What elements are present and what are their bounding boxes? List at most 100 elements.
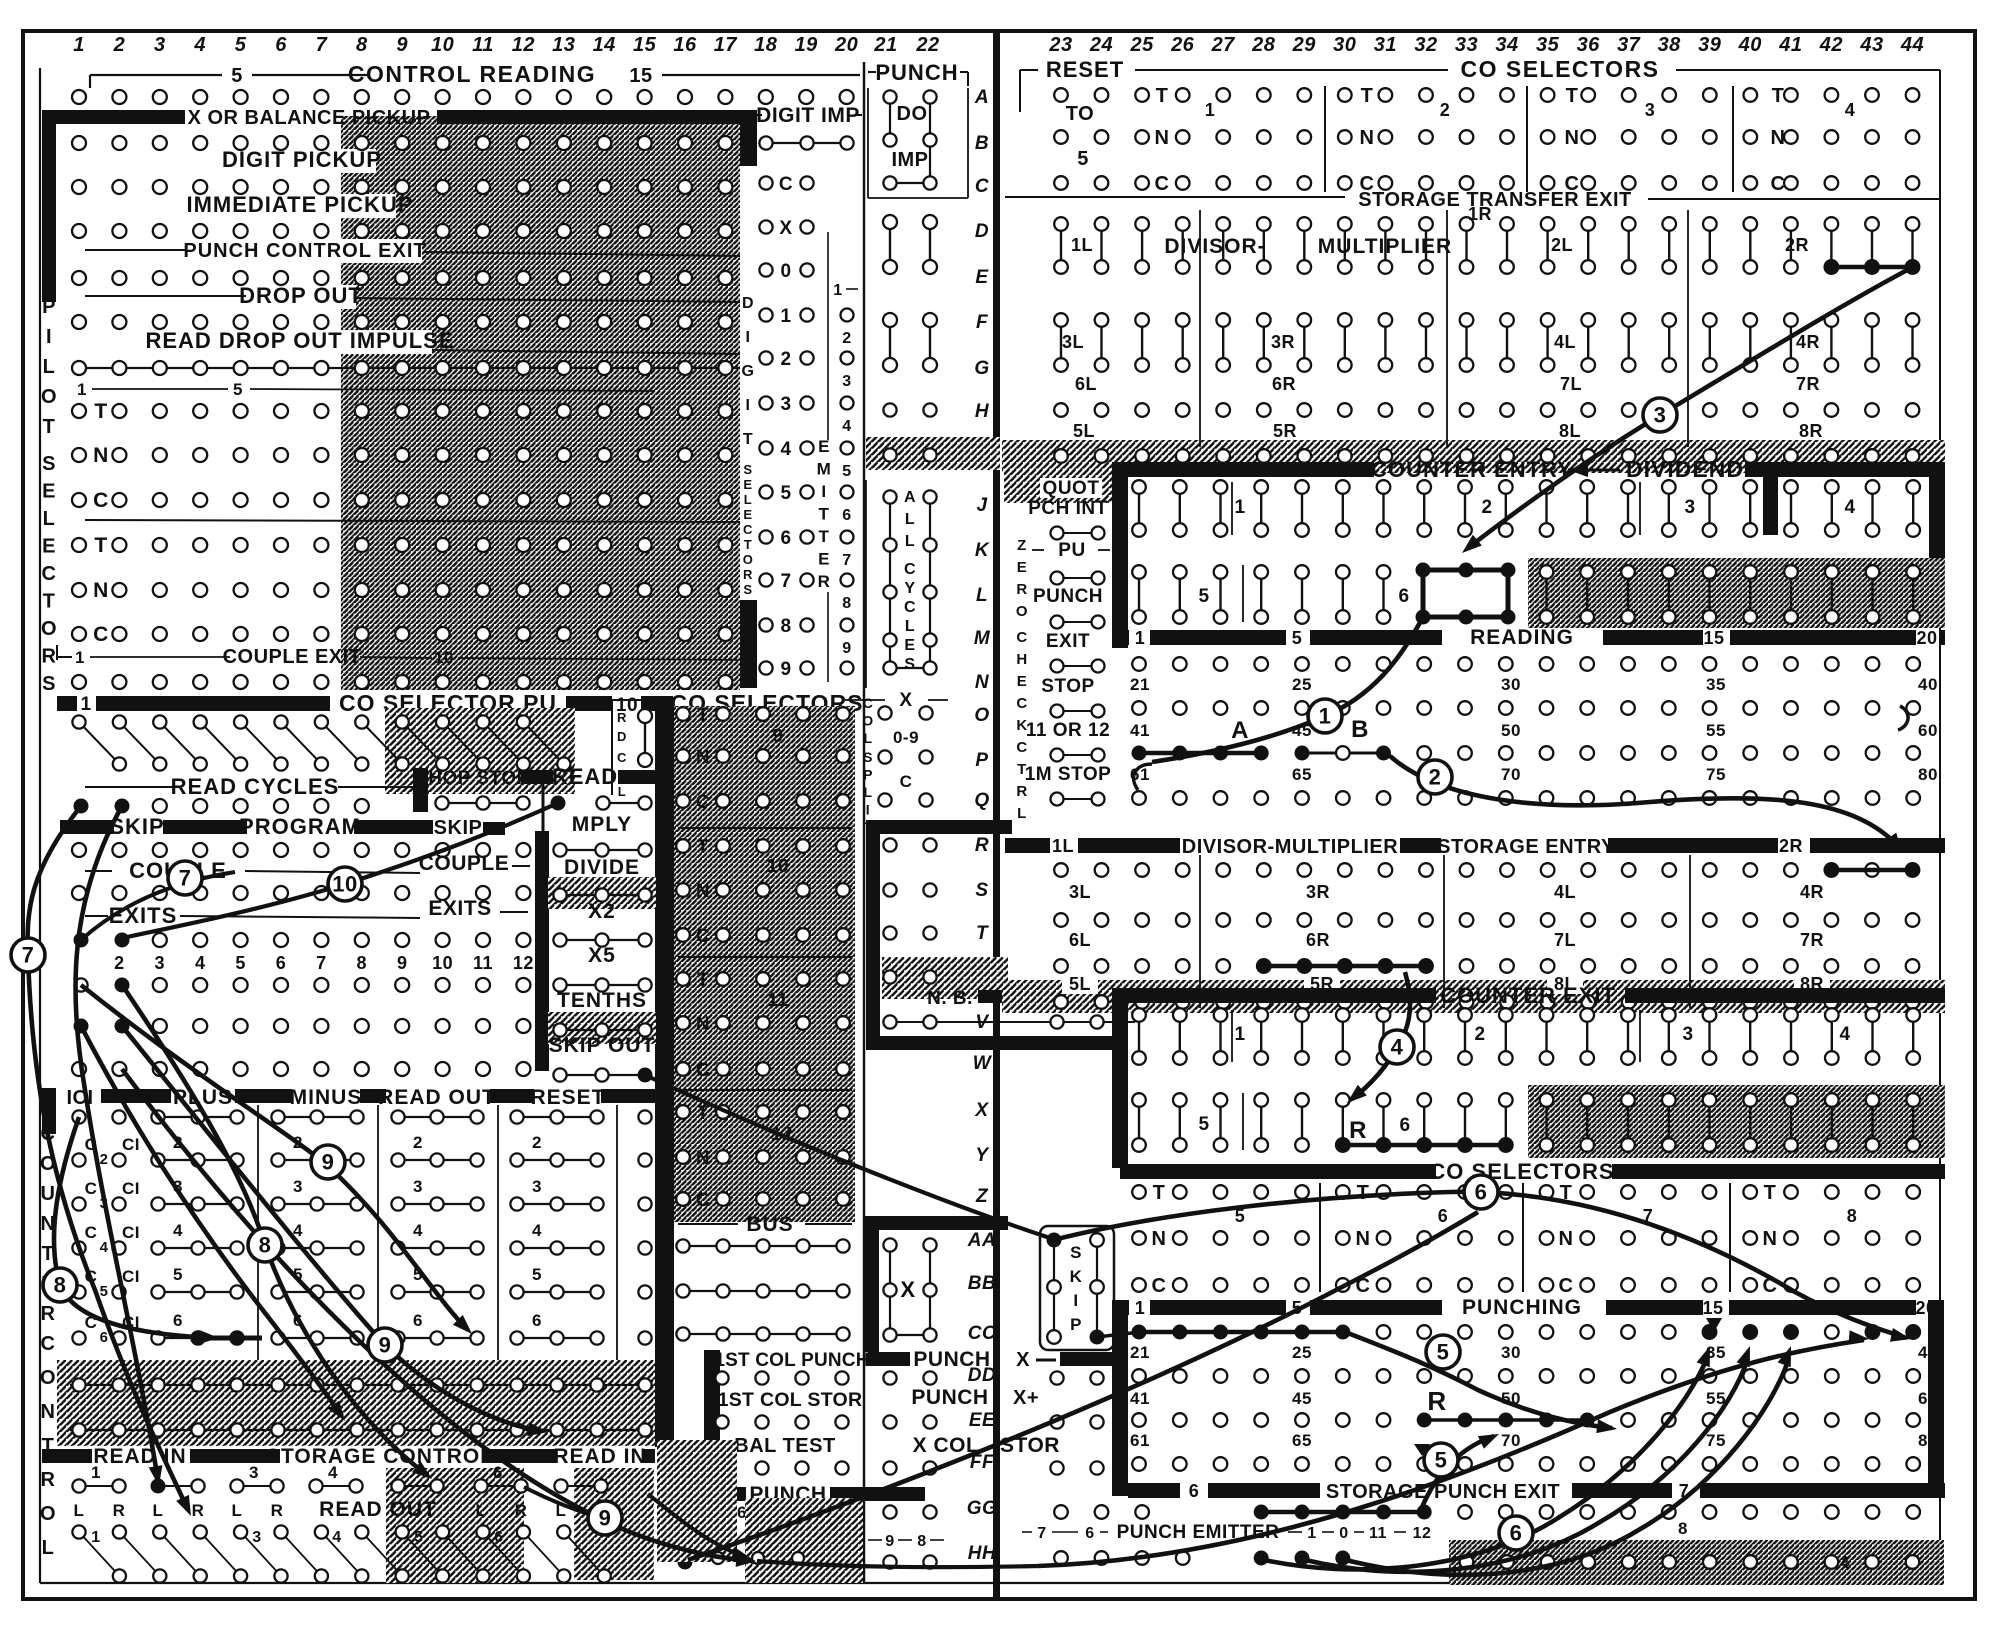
svg-text:Z: Z bbox=[975, 1186, 989, 1207]
svg-text:I: I bbox=[1073, 1291, 1078, 1310]
svg-text:O: O bbox=[862, 713, 873, 729]
svg-text:IMMEDIATE PICKUP: IMMEDIATE PICKUP bbox=[186, 192, 413, 217]
svg-text:N. B.: N. B. bbox=[927, 988, 973, 1009]
svg-text:CONTROL READING: CONTROL READING bbox=[348, 61, 596, 87]
svg-text:PLUS: PLUS bbox=[173, 1086, 233, 1109]
svg-text:C: C bbox=[696, 1060, 710, 1081]
svg-text:X2: X2 bbox=[588, 900, 616, 923]
svg-text:7: 7 bbox=[316, 34, 328, 56]
svg-text:STORAGE TRANSFER EXIT: STORAGE TRANSFER EXIT bbox=[1358, 189, 1632, 211]
svg-text:E: E bbox=[42, 536, 56, 558]
svg-text:30: 30 bbox=[1333, 34, 1356, 56]
svg-text:TO: TO bbox=[1066, 103, 1094, 125]
svg-text:S: S bbox=[975, 880, 988, 901]
svg-text:5: 5 bbox=[780, 483, 791, 504]
svg-text:10: 10 bbox=[332, 872, 357, 897]
svg-text:CO SELECTORS: CO SELECTORS bbox=[1429, 1159, 1614, 1184]
svg-text:I: I bbox=[746, 329, 751, 346]
svg-text:9: 9 bbox=[599, 1506, 612, 1531]
svg-text:CI: CI bbox=[122, 1223, 140, 1242]
svg-text:55: 55 bbox=[1706, 1389, 1726, 1408]
svg-text:41: 41 bbox=[1130, 721, 1150, 740]
svg-text:R: R bbox=[515, 1501, 528, 1520]
svg-text:T: T bbox=[744, 537, 752, 552]
svg-text:5: 5 bbox=[233, 380, 243, 399]
svg-text:Y: Y bbox=[975, 1145, 990, 1166]
svg-text:5: 5 bbox=[100, 1283, 109, 1300]
svg-text:L: L bbox=[556, 1501, 567, 1520]
svg-text:8: 8 bbox=[356, 34, 368, 56]
svg-text:5: 5 bbox=[1437, 1340, 1450, 1365]
svg-text:1: 1 bbox=[1205, 100, 1216, 120]
svg-text:O: O bbox=[40, 1367, 56, 1389]
svg-text:0-9: 0-9 bbox=[893, 728, 919, 747]
svg-text:T: T bbox=[819, 505, 830, 524]
svg-text:8: 8 bbox=[1847, 1206, 1858, 1226]
svg-text:6: 6 bbox=[737, 1503, 747, 1522]
svg-text:41: 41 bbox=[1778, 34, 1802, 56]
svg-text:L: L bbox=[153, 1501, 164, 1520]
svg-text:3: 3 bbox=[1682, 1024, 1693, 1045]
svg-text:H: H bbox=[975, 401, 990, 422]
svg-text:5: 5 bbox=[413, 1265, 423, 1284]
svg-text:50: 50 bbox=[1501, 721, 1521, 740]
svg-text:PROGRAM: PROGRAM bbox=[239, 814, 361, 839]
svg-text:T: T bbox=[43, 591, 56, 613]
svg-text:DO: DO bbox=[897, 103, 928, 125]
svg-text:60: 60 bbox=[1918, 1389, 1938, 1408]
svg-text:10: 10 bbox=[431, 34, 454, 56]
svg-text:O: O bbox=[41, 386, 57, 408]
svg-text:9: 9 bbox=[396, 34, 408, 56]
svg-text:3: 3 bbox=[173, 1177, 183, 1196]
svg-text:3: 3 bbox=[1684, 497, 1695, 518]
svg-text:R: R bbox=[1427, 1386, 1446, 1416]
svg-text:HH: HH bbox=[968, 1543, 997, 1564]
svg-text:A: A bbox=[974, 87, 989, 108]
svg-text:EE: EE bbox=[969, 1410, 996, 1431]
svg-text:2: 2 bbox=[1429, 765, 1442, 790]
svg-text:L: L bbox=[74, 1501, 85, 1520]
svg-text:F: F bbox=[976, 312, 989, 333]
svg-text:7: 7 bbox=[22, 943, 35, 968]
svg-text:26: 26 bbox=[1170, 34, 1195, 56]
svg-text:N: N bbox=[1155, 127, 1170, 149]
svg-text:EXITS: EXITS bbox=[109, 903, 178, 928]
svg-text:4L: 4L bbox=[1554, 882, 1576, 902]
svg-text:C: C bbox=[1771, 173, 1786, 195]
svg-text:3: 3 bbox=[154, 34, 166, 56]
svg-text:6: 6 bbox=[532, 1311, 542, 1330]
svg-text:8: 8 bbox=[780, 616, 791, 637]
svg-text:FF: FF bbox=[970, 1452, 995, 1473]
svg-text:75: 75 bbox=[1706, 1431, 1726, 1450]
svg-text:T: T bbox=[43, 416, 56, 438]
svg-text:N: N bbox=[696, 1148, 710, 1169]
svg-text:4: 4 bbox=[195, 953, 206, 973]
svg-text:6: 6 bbox=[100, 1329, 109, 1346]
svg-text:S: S bbox=[743, 582, 752, 597]
svg-text:1R: 1R bbox=[1468, 204, 1492, 224]
svg-text:W: W bbox=[973, 1053, 993, 1074]
svg-text:6: 6 bbox=[1398, 586, 1409, 607]
svg-text:X: X bbox=[900, 1277, 915, 1302]
svg-text:80: 80 bbox=[1918, 765, 1938, 784]
svg-text:C: C bbox=[85, 1179, 98, 1198]
svg-text:4: 4 bbox=[842, 418, 851, 435]
svg-text:RESET: RESET bbox=[1046, 57, 1124, 82]
svg-text:T: T bbox=[94, 400, 107, 423]
svg-text:A: A bbox=[1231, 717, 1249, 744]
svg-text:4: 4 bbox=[332, 1529, 341, 1546]
svg-text:3: 3 bbox=[155, 953, 166, 973]
svg-text:6: 6 bbox=[1475, 1180, 1488, 1205]
svg-text:T: T bbox=[1153, 1182, 1166, 1204]
svg-text:N: N bbox=[41, 1401, 56, 1423]
svg-text:READ IN: READ IN bbox=[553, 1445, 646, 1468]
svg-text:8: 8 bbox=[357, 953, 368, 973]
svg-text:QUOT: QUOT bbox=[1043, 478, 1100, 499]
svg-text:1: 1 bbox=[91, 1463, 101, 1482]
svg-text:4: 4 bbox=[413, 1221, 423, 1240]
svg-text:X5: X5 bbox=[588, 944, 616, 967]
svg-text:X: X bbox=[899, 690, 912, 711]
svg-text:O: O bbox=[40, 1503, 56, 1525]
svg-text:T: T bbox=[697, 970, 709, 991]
svg-text:C: C bbox=[779, 174, 793, 195]
